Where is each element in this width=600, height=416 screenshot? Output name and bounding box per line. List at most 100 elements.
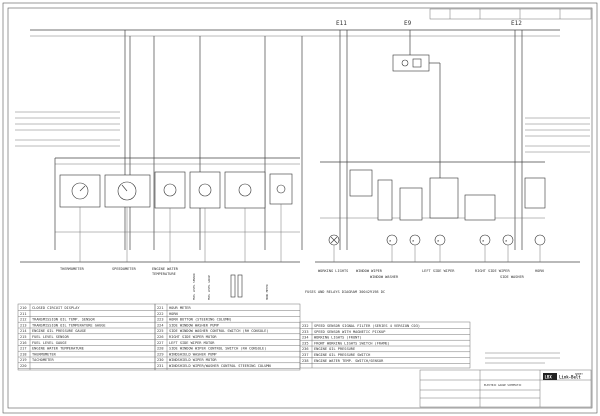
side-washer: M	[502, 234, 514, 246]
svg-text:M: M	[506, 239, 508, 243]
fuse-label-e9: E9	[404, 20, 412, 27]
legend-description: ENGINE OIL PRESSURE GAUGE	[32, 329, 86, 333]
label-engine-water: ENGINE WATER	[152, 267, 179, 271]
inner-border	[7, 7, 593, 409]
legend-code: 212	[20, 318, 27, 322]
legend-code: 213	[20, 323, 27, 327]
legend-description: THERMOMETER	[32, 352, 57, 356]
working-lights-switch	[328, 169, 373, 246]
label-left-side-wiper: LEFT SIDE WIPER	[422, 269, 455, 273]
legend-description: HORN	[169, 312, 178, 316]
legend-description: WINDSHIELD WASHER PUMP	[169, 352, 217, 356]
legend-code: 216	[20, 341, 27, 345]
legend-column-3: 232 SPEED SENSOR SIGNAL FILTER (SERIES 4 …	[300, 324, 470, 364]
legend-code: 221	[157, 306, 164, 310]
legend-description: ENGINE WATER TEMP. SWITCH/SENSOR	[314, 359, 384, 363]
legend-description: FRONT WORKING LIGHTS SWITCH (FRAME)	[314, 341, 390, 345]
legend-code: 236	[302, 347, 309, 351]
legend-code: 224	[157, 323, 164, 327]
legend-code: 232	[302, 324, 309, 328]
label-horn: HORN	[535, 269, 544, 273]
gauge-water-temperature	[154, 171, 186, 209]
company-logo: LBX	[545, 375, 553, 380]
legend-description: SIDE WINDOW WIPER CONTROL SWITCH (RH CON…	[169, 347, 266, 351]
legend-code: 223	[157, 318, 164, 322]
legend-code: 235	[302, 341, 309, 345]
legend-description: ENGINE WATER TEMPERATURE	[32, 347, 84, 351]
connector-notes-left	[15, 111, 120, 147]
legend-code: 230	[157, 358, 164, 362]
legend-code: 233	[302, 330, 309, 334]
legend-description: WINDSHIELD WIPER/WASHER CONTROL STEERING…	[169, 364, 271, 368]
revision-block	[429, 8, 592, 20]
legend-description: ENGINE OIL PRESSURE	[314, 347, 355, 351]
legend-description: ENGINE OIL PRESSURE SWITCH	[314, 353, 370, 357]
legend-description: WINDSHIELD WIPER MOTOR	[169, 358, 217, 362]
legend-description: TRANSMISSION OIL TEMP. SENSOR	[32, 318, 96, 322]
legend-code: 222	[157, 312, 164, 316]
legend-description: WORKING LIGHTS (FRONT)	[314, 336, 362, 340]
label-working-lights: WORKING LIGHTS	[318, 269, 348, 273]
label-speedometer: SPEEDOMETER	[112, 267, 137, 271]
label-fuel-level-gauge: FUEL LEVEL GAUGE	[207, 275, 211, 300]
svg-text:M: M	[390, 239, 392, 243]
supply-buses	[30, 29, 560, 250]
legend-description: CLOSED CIRCUIT DISPLAY	[32, 306, 80, 310]
relay-e9	[392, 54, 441, 180]
svg-text:M: M	[413, 239, 415, 243]
label-right-side-wiper: RIGHT SIDE WIPER	[475, 269, 510, 273]
legend-code: 218	[20, 352, 27, 356]
label-temperature: TEMPERATURE	[152, 272, 176, 276]
fuse-label-e12: E12	[511, 20, 522, 27]
legend-code: 229	[157, 352, 164, 356]
legend-description: LEFT SIDE WIPER MOTOR	[169, 341, 215, 345]
ground-bus-left	[20, 204, 300, 263]
legend-code: 211	[20, 312, 27, 316]
drawing-title: ELECTRIC GAUGE SCHEMATIC	[484, 383, 522, 387]
window-wiper-motor: M	[377, 179, 398, 246]
label-window-wiper: WINDOW WIPER	[356, 269, 383, 273]
legend-code: 220	[20, 364, 27, 368]
gauge-cluster	[224, 171, 293, 209]
legend-code: 210	[20, 306, 27, 310]
legend-code: 228	[157, 347, 164, 351]
legend-code: 214	[20, 329, 27, 333]
legend-column-2: 221 HOUR METER 222 HORN 223 HORN BUTTON (STEE…	[155, 306, 300, 369]
switch-symbols	[230, 274, 243, 298]
legend-description: RIGHT SIDE WIPER MOTOR	[169, 335, 217, 339]
label-hour-meter: HOUR METER	[265, 284, 269, 300]
legend-description: TRANSMISSION OIL TEMPERATURE GAUGE	[32, 323, 106, 327]
legend-code: 234	[302, 336, 309, 340]
notes-block	[485, 352, 560, 364]
legend-description: FUEL LEVEL GAUGE	[32, 341, 67, 345]
sheet-tag: SHEET	[575, 372, 583, 376]
legend-description: FUEL LEVEL SENSOR	[32, 335, 70, 339]
legend-description: SIDE WINDOW WASHER CONTROL SWITCH (RH CO…	[169, 329, 269, 333]
legend-code: 217	[20, 347, 27, 351]
title-block: LBX Link-Belt ELECTRIC GAUGE SCHEMATIC S…	[419, 369, 592, 408]
legend-code: 215	[20, 335, 27, 339]
connector-notes-right	[525, 117, 590, 153]
legend-code: 231	[157, 364, 164, 368]
fuses-relays-note: FUSES AND RELAYS DIAGRAM 300429198 DC	[305, 290, 385, 294]
gauge-speedometer	[104, 174, 151, 208]
horn	[524, 177, 546, 246]
legend-code: 219	[20, 358, 27, 362]
gauge-thermometer	[59, 174, 101, 208]
legend-code: 225	[157, 329, 164, 333]
ground-bus-right	[315, 245, 580, 263]
legend-code: 226	[157, 335, 164, 339]
left-side-wiper: M	[429, 177, 459, 246]
legend-description: HORN BUTTON (STEERING COLUMN)	[169, 318, 232, 322]
legend-description: HOUR METER	[169, 306, 191, 310]
label-fuel-level-sensor: FUEL LEVEL SENSOR	[192, 273, 196, 300]
label-thermometer: THERMOMETER	[60, 267, 85, 271]
legend-code: 238	[302, 359, 309, 363]
legend-description: SPEED SENSOR SIGNAL FILTER (SERIES 4 VER…	[314, 324, 420, 328]
window-washer-pump: M	[399, 187, 423, 246]
label-window-washer: WINDOW WASHER	[370, 275, 399, 279]
svg-text:M: M	[483, 239, 485, 243]
